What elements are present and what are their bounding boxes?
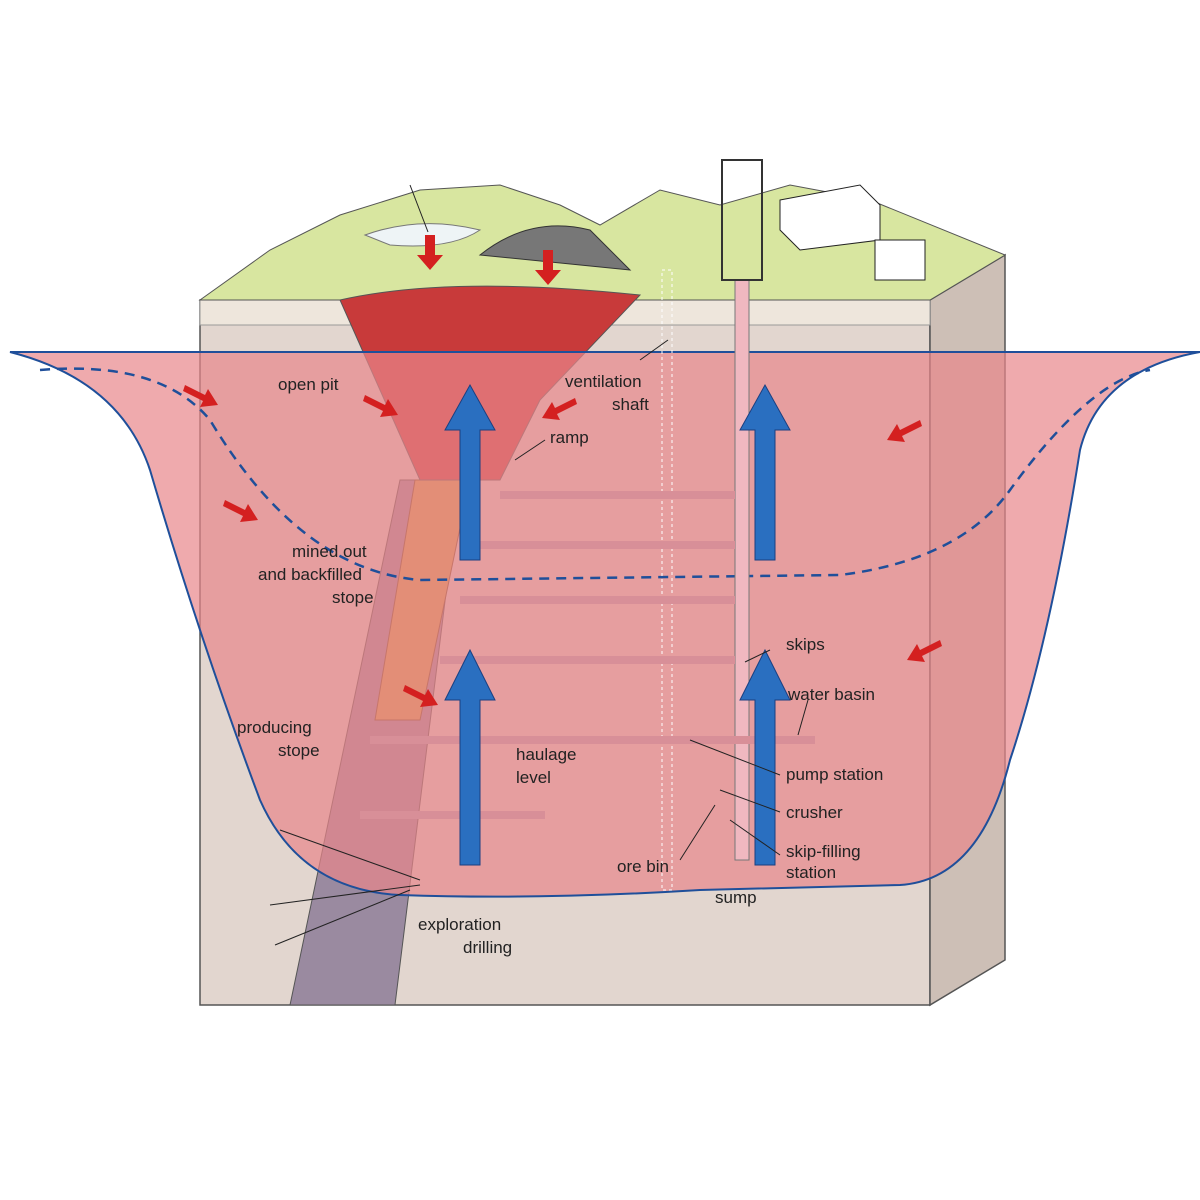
label-water-basin: water basin: [787, 685, 875, 704]
label-ventilation: ventilation: [565, 372, 642, 391]
label-level: level: [516, 768, 551, 787]
label-sump: sump: [715, 888, 757, 907]
arrow-diag-icon: [403, 685, 438, 707]
arrow-diag-icon: [363, 395, 398, 417]
label-drilling: drilling: [463, 938, 512, 957]
arrow-diag-icon: [542, 398, 577, 420]
ventilation-shaft: [661, 269, 673, 891]
inflow-arrows: [183, 235, 942, 707]
arrow-up-icon: [444, 648, 496, 866]
arrow-diag-icon: [907, 640, 942, 662]
label-crusher: crusher: [786, 803, 843, 822]
label-producing: producing: [237, 718, 312, 737]
label-mined-out: mined out: [292, 542, 367, 561]
water-table-dashed: [39, 367, 1151, 582]
label-backfilled: and backfilled: [258, 565, 362, 584]
label-exploration: exploration: [418, 915, 501, 934]
upflow-arrows: [444, 383, 791, 866]
label-skips: skips: [786, 635, 825, 654]
label-skip-filling: skip-filling: [786, 842, 861, 861]
waste-dump: [478, 225, 632, 271]
label-stope: stope: [332, 588, 374, 607]
main-shaft: [734, 279, 750, 861]
leader-lines: [269, 184, 809, 946]
label-shaft: shaft: [612, 395, 649, 414]
building: [874, 239, 926, 281]
haulage-levels: [360, 491, 815, 819]
arrow-diag-icon: [887, 420, 922, 442]
headframe: [721, 159, 763, 281]
label-ore-bin: ore bin: [617, 857, 669, 876]
arrow-up-icon: [444, 383, 496, 561]
arrow-down-icon: [535, 250, 561, 285]
label-station: station: [786, 863, 836, 882]
label-ramp: ramp: [550, 428, 589, 447]
label-producing-stope: stope: [278, 741, 320, 760]
arrow-up-icon: [739, 383, 791, 561]
label-open-pit: open pit: [278, 375, 339, 394]
cone-of-depression: [9, 351, 1200, 898]
label-pump-station: pump station: [786, 765, 883, 784]
arrow-diag-icon: [223, 500, 258, 522]
arrow-diag-icon: [183, 385, 218, 407]
tailings-pond: [363, 223, 482, 247]
label-haulage: haulage: [516, 745, 577, 764]
arrow-down-icon: [417, 235, 443, 270]
arrow-up-icon: [739, 648, 791, 866]
